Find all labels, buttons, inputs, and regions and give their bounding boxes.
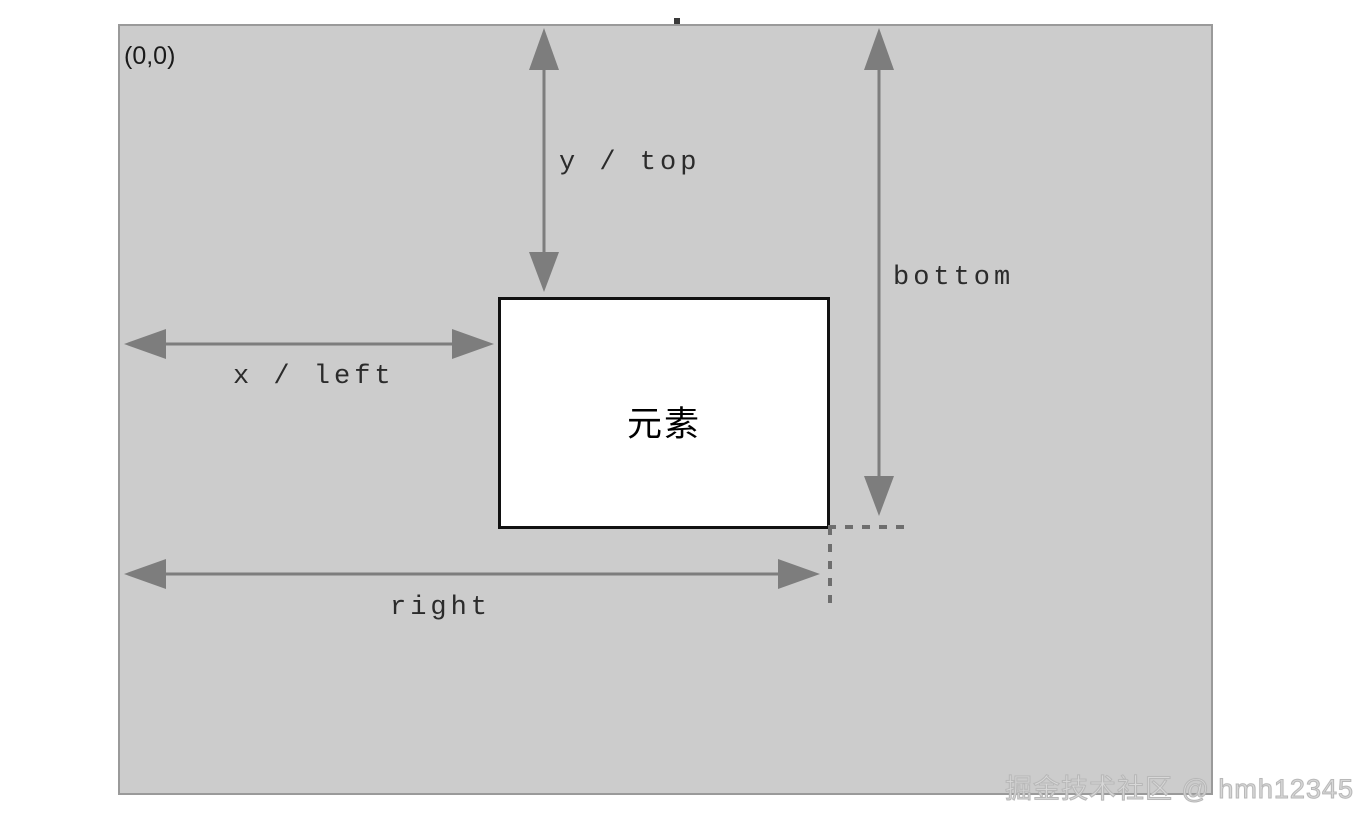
viewport-box: 元素 <box>118 24 1213 795</box>
label-x-left: x / left <box>233 362 395 392</box>
element-label: 元素 <box>626 405 701 444</box>
top-tick-mark <box>674 18 680 27</box>
label-bottom: bottom <box>893 263 1015 293</box>
label-right: right <box>390 593 492 623</box>
element-box: 元素 <box>498 297 830 529</box>
label-y-top: y / top <box>559 148 701 178</box>
origin-coordinate-label: (0,0) <box>124 42 176 70</box>
watermark: 掘金技术社区 @ hmh12345 <box>1004 774 1354 805</box>
